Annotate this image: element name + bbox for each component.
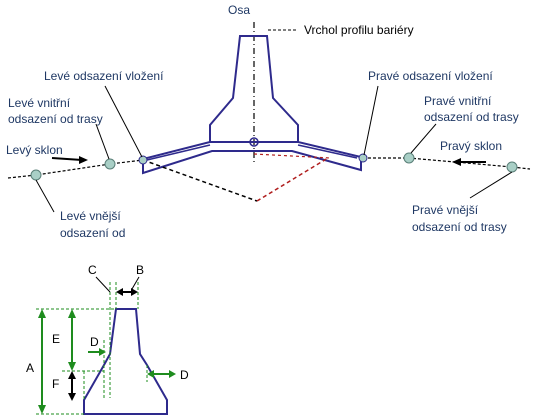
right-outer-offset-label-1: Pravé vnější [412,203,479,217]
node-left-inner [104,158,116,170]
right-insert-offset-label: Pravé odsazení vložení [368,69,493,83]
dim-b-label: B [136,263,144,277]
right-inner-offset-label-1: Pravé vnitřní [424,94,492,108]
node-right-outer [506,161,518,173]
left-slope-label: Levý sklon [6,143,63,157]
node-right-insert [358,153,368,163]
vrchol-label: Vrchol profilu bariéry [304,23,414,37]
leader-left-insert [104,85,143,158]
dim-f-arrow-top [68,371,76,379]
embed-dashed-right [256,157,329,202]
left-outer-offset-label-1: Levé vnější [60,209,121,223]
ground-line-right [363,157,531,170]
dim-f-arrow-bottom [68,393,76,401]
leader-right-outer [469,171,513,199]
left-inner-offset-label-1: Levé vnitřní [8,96,71,110]
barrier-inner-line-right [297,144,358,159]
left-outer-offset-label-2: odsazení od [60,226,125,240]
leader-right-insert [363,85,379,156]
dim-d-inner-arrowhead [99,348,106,356]
left-slope-arrow [51,157,83,161]
embed-dashed-left [142,159,258,202]
leader-left-outer [35,179,55,213]
dim-b-leader [131,276,140,290]
dim-a-label: A [26,361,34,375]
dim-c-leader [95,276,111,293]
dim-e-label: E [52,332,60,346]
dim-c-label: C [88,263,97,277]
dim-a-arrow-top [38,309,46,318]
node-right-inner [403,152,415,164]
dim-b-arrow-left [116,288,123,296]
dim-d-outer-label: D [180,368,189,382]
dim-f-label: F [52,377,59,391]
right-inner-offset-label-2: odsazení od trasy [424,110,519,124]
embed-dashed-top [253,153,331,159]
dim-a-arrow-bottom [38,405,46,414]
leader-left-inner [95,123,110,160]
barrier-inner-line-left [146,144,211,161]
dim-e-arrow-bottom [68,362,76,371]
left-insert-offset-label: Levé odsazení vložení [44,69,164,83]
node-left-outer [30,169,42,181]
left-inner-offset-label-2: odsazení od trasy [8,112,103,126]
dim-e-arrow-top [68,309,76,318]
right-slope-arrowhead [452,158,461,166]
axis-label: Osa [228,3,250,17]
dim-d-outer-arrow-left [147,370,154,378]
node-axis [249,137,259,147]
node-left-insert [138,155,148,165]
leader-right-inner [410,123,437,154]
right-outer-offset-label-2: odsazení od trasy [412,220,507,234]
dim-d-inner-label: D [90,335,99,349]
left-slope-arrowhead [79,156,88,164]
right-slope-label: Pravý sklon [440,139,502,153]
small-barrier-outline [83,308,168,415]
dim-b-arrow-right [131,288,138,296]
barrier-outline [142,35,362,175]
ground-line-left [7,159,144,179]
dim-d-outer-arrow-right [169,370,176,378]
